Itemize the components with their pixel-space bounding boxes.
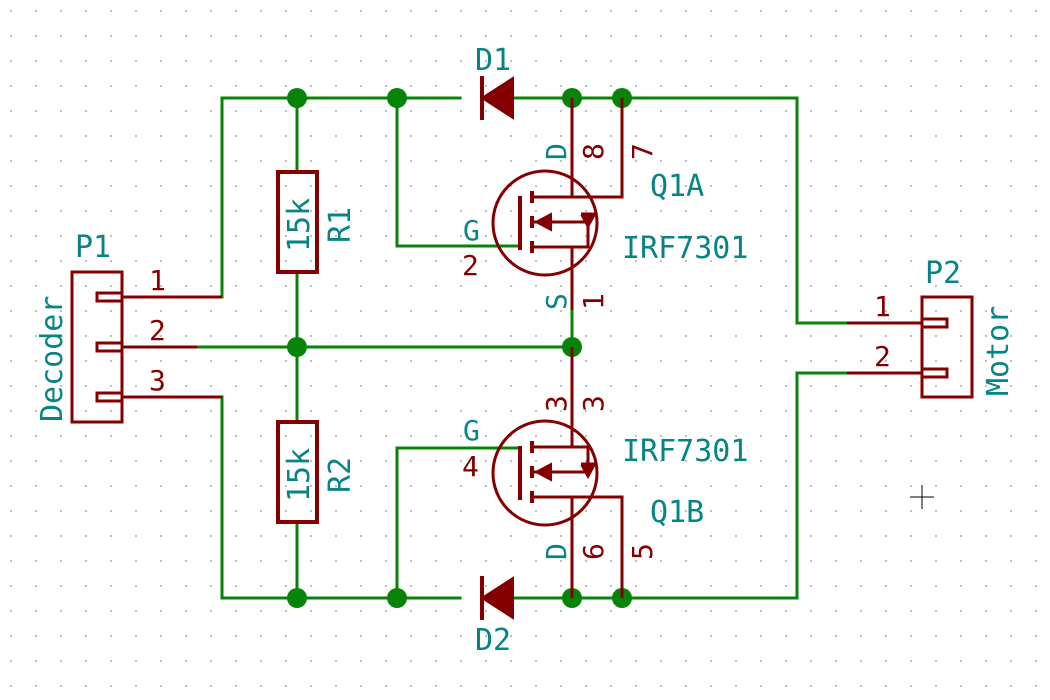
mosfet-q1b-gate-pin: 4 bbox=[462, 450, 479, 483]
junction-dot bbox=[287, 337, 307, 357]
connector-p1-ref: P1 bbox=[75, 230, 111, 265]
mosfet-q1b-value: IRF7301 bbox=[622, 434, 748, 469]
connector-p1-pin-3 bbox=[95, 391, 124, 403]
mosfet-q1b-drain-label: D bbox=[540, 543, 573, 560]
mosfet-q1a-body-diode-lead bbox=[572, 220, 590, 249]
diode-d2-body bbox=[480, 576, 514, 620]
mosfet-q1a-gate-label: G bbox=[463, 214, 480, 247]
resistor-r2-value: 15k bbox=[282, 448, 317, 502]
junction-dot bbox=[287, 588, 307, 608]
resistor-r1-body bbox=[276, 170, 319, 274]
diode-d1-body bbox=[480, 76, 514, 120]
mosfet-q1b-ref: Q1B bbox=[650, 495, 704, 530]
connector-p2-pin-label-1: 1 bbox=[874, 290, 891, 323]
mosfet-q1b-body-diode bbox=[580, 465, 596, 480]
connector-p1[interactable]: P1 Decoder 1 2 3 bbox=[35, 230, 222, 424]
connector-p1-pin-1 bbox=[95, 291, 124, 303]
mosfet-q1b-arrow bbox=[533, 462, 552, 482]
junction-dot bbox=[387, 588, 407, 608]
wires bbox=[120, 96, 924, 600]
resistor-r2-body bbox=[276, 420, 319, 524]
connector-p1-pin-label-1: 1 bbox=[149, 264, 166, 297]
crosshair-cursor-icon bbox=[910, 485, 934, 509]
mosfet-q1a-drain-pin-a: 8 bbox=[577, 143, 610, 160]
mosfet-q1b-source-pin-b: 3 bbox=[577, 395, 610, 412]
junction-dot bbox=[387, 88, 407, 108]
wire-q1b-gate bbox=[395, 446, 522, 600]
mosfet-q1a-ref: Q1A bbox=[650, 169, 704, 204]
connector-p1-pin-label-2: 2 bbox=[149, 314, 166, 347]
resistor-r2[interactable]: 15k R2 bbox=[276, 420, 358, 524]
mosfet-q1a-source-label: S bbox=[540, 293, 573, 310]
connector-p2[interactable]: P2 Motor 1 2 bbox=[847, 256, 1016, 399]
mosfet-q1b-circle bbox=[491, 419, 599, 527]
mosfet-q1b-source-lead bbox=[532, 385, 574, 449]
connector-p1-pin-2 bbox=[95, 341, 124, 353]
mosfet-q1a-body-diode bbox=[580, 215, 596, 230]
junctions bbox=[287, 88, 632, 608]
diode-d1[interactable]: D1 bbox=[475, 43, 514, 120]
connector-p1-value: Decoder bbox=[35, 296, 70, 422]
wire-q1a-gate bbox=[395, 96, 522, 248]
mosfet-q1b-drain-pin-b: 5 bbox=[626, 543, 659, 560]
connector-p2-body bbox=[920, 295, 974, 399]
diode-d1-ref: D1 bbox=[475, 43, 511, 78]
connector-p2-pin-label-2: 2 bbox=[874, 340, 891, 373]
connector-p2-value: Motor bbox=[981, 306, 1016, 396]
connector-p2-pin-2 bbox=[920, 367, 949, 379]
mosfet-q1a-drain-label: D bbox=[540, 143, 573, 160]
mosfet-q1a-value: IRF7301 bbox=[622, 231, 748, 266]
resistor-r1[interactable]: 15k R1 bbox=[276, 170, 358, 274]
mosfet-q1a-arrow bbox=[533, 212, 552, 232]
resistor-r2-ref: R2 bbox=[323, 457, 358, 493]
mosfet-q1b-gate-label: G bbox=[463, 414, 480, 447]
mosfet-q1a-gate-pin: 2 bbox=[462, 249, 479, 282]
mosfet-q1b-drain-pin-a: 6 bbox=[577, 543, 610, 560]
mosfet-q1b-body-diode-lead bbox=[572, 445, 590, 474]
connector-p2-ref: P2 bbox=[925, 256, 961, 291]
connector-p1-pin-label-3: 3 bbox=[149, 364, 166, 397]
mosfet-q1a[interactable]: Q1A IRF7301 G 2 D 8 7 S 1 bbox=[462, 98, 748, 310]
mosfet-q1b[interactable]: Q1B IRF7301 G 4 D 6 5 3 3 bbox=[462, 347, 748, 598]
mosfet-q1a-drain-pin7 bbox=[572, 98, 624, 199]
mosfet-q1b-drain-pin5 bbox=[572, 495, 624, 598]
resistor-r1-value: 15k bbox=[282, 198, 317, 252]
wire-top-rail-right bbox=[513, 96, 924, 325]
diode-d2[interactable]: D2 bbox=[475, 576, 514, 658]
diode-d2-ref: D2 bbox=[475, 623, 511, 658]
resistor-r1-ref: R1 bbox=[323, 207, 358, 243]
connector-p2-pin-1 bbox=[920, 317, 949, 329]
mosfet-q1b-source-pin-a: 3 bbox=[540, 395, 573, 412]
mosfet-q1a-drain-pin-b: 7 bbox=[626, 143, 659, 160]
wire-top-rail bbox=[120, 96, 462, 299]
junction-dot bbox=[287, 88, 307, 108]
mosfet-q1a-circle bbox=[491, 169, 599, 277]
mosfet-q1a-source-pin: 1 bbox=[577, 293, 610, 310]
